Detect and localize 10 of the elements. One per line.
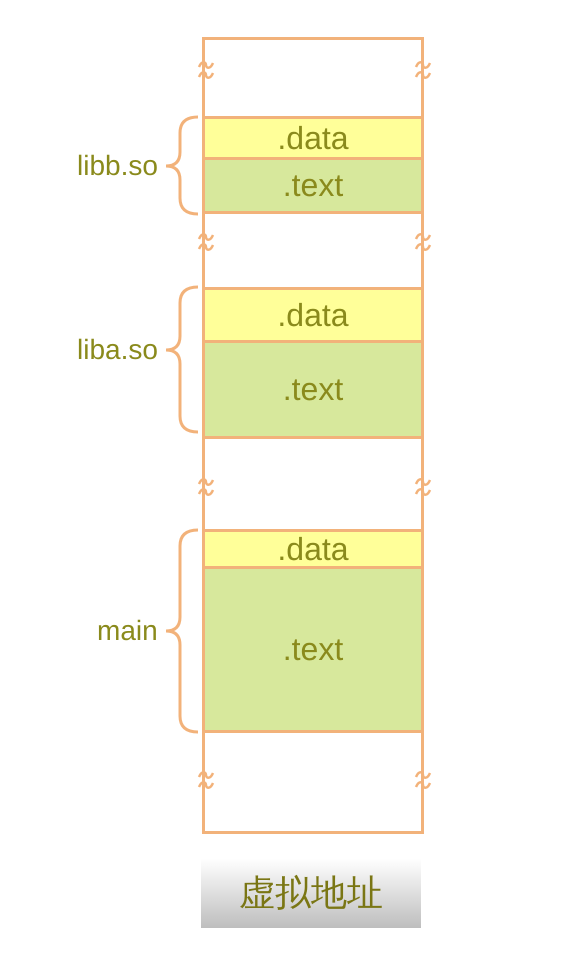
memory-segment: .text <box>202 157 424 214</box>
memory-segment: .data <box>202 287 424 343</box>
memory-segment: .text <box>202 340 424 439</box>
library-label: liba.so <box>77 334 158 366</box>
memory-segment: .data <box>202 529 424 569</box>
library-label: libb.so <box>77 150 158 182</box>
memory-segment: .data <box>202 116 424 160</box>
memory-column <box>202 37 424 834</box>
memory-segment: .text <box>202 566 424 733</box>
library-label: main <box>97 615 158 647</box>
